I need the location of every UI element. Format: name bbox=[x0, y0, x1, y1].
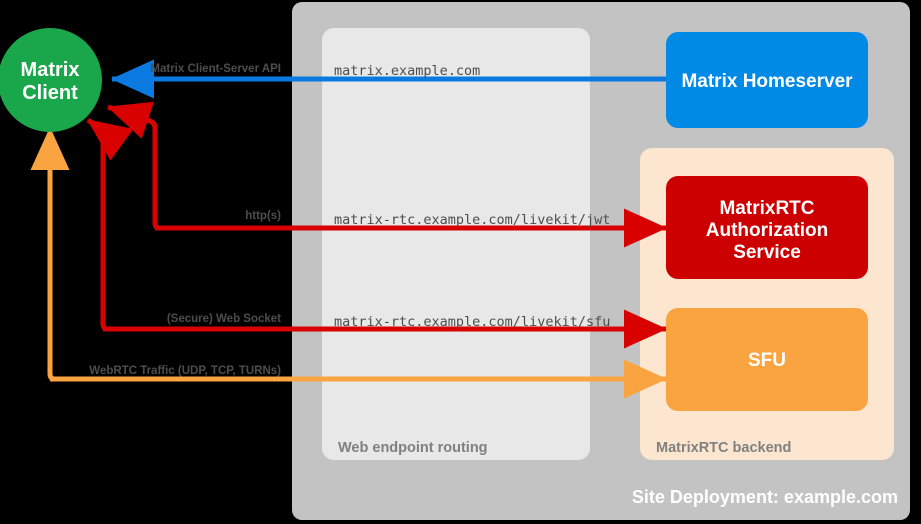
node-matrix-homeserver[interactable]: Matrix Homeserver bbox=[666, 32, 868, 128]
node-matrixrtc-authorization-service-label-line2: Authorization bbox=[706, 220, 828, 241]
edge-matrix-client-server-api: Matrix Client-Server API matrix.example.… bbox=[110, 59, 666, 99]
edge-sfu-websocket: (Secure) Web Socket matrix-rtc.example.c… bbox=[86, 117, 668, 349]
edge-jwt-http: http(s) matrix-rtc.example.com/livekit/j… bbox=[107, 101, 668, 248]
node-matrix-client[interactable]: Matrix Client bbox=[0, 28, 102, 132]
endpoint-label-livekit-jwt: matrix-rtc.example.com/livekit/jwt bbox=[334, 212, 610, 228]
endpoint-label-matrix-example-com: matrix.example.com bbox=[334, 63, 480, 79]
node-sfu[interactable]: SFU bbox=[666, 308, 868, 411]
edge-webrtc-traffic: WebRTC Traffic (UDP, TCP, TURNs) bbox=[30, 126, 668, 399]
group-web-endpoint-routing: Web endpoint routing bbox=[322, 28, 590, 460]
group-label-web-endpoint-routing: Web endpoint routing bbox=[338, 440, 488, 456]
endpoint-label-livekit-sfu: matrix-rtc.example.com/livekit/sfu bbox=[334, 314, 610, 330]
edge-label-http-s: http(s) bbox=[245, 210, 281, 222]
group-label-matrixrtc-backend: MatrixRTC backend bbox=[656, 440, 791, 456]
node-matrix-client-label-line2: Client bbox=[22, 82, 78, 104]
node-matrixrtc-authorization-service[interactable]: MatrixRTC Authorization Service bbox=[666, 176, 868, 279]
site-deployment-label: Site Deployment: example.com bbox=[632, 487, 898, 507]
node-matrix-client-label-line1: Matrix bbox=[21, 59, 80, 81]
edge-label-matrix-client-server-api: Matrix Client-Server API bbox=[150, 63, 281, 75]
edge-label-webrtc-traffic: WebRTC Traffic (UDP, TCP, TURNs) bbox=[89, 365, 281, 377]
node-matrixrtc-authorization-service-label-line3: Service bbox=[733, 242, 801, 263]
edge-label-secure-web-socket: (Secure) Web Socket bbox=[167, 313, 281, 325]
node-matrix-homeserver-label: Matrix Homeserver bbox=[681, 71, 853, 92]
node-sfu-label: SFU bbox=[748, 350, 786, 371]
node-matrixrtc-authorization-service-label-line1: MatrixRTC bbox=[719, 198, 814, 219]
